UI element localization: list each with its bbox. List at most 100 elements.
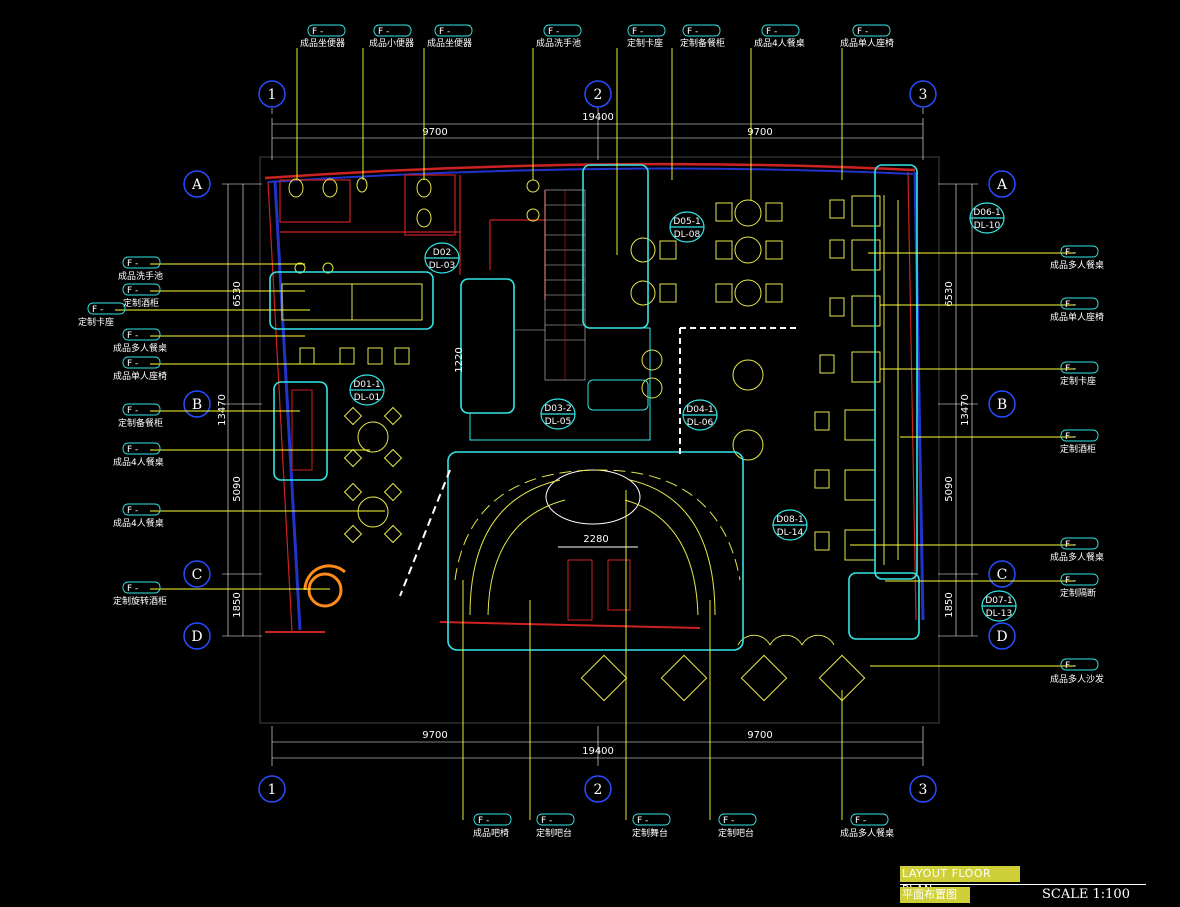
title-divider bbox=[900, 884, 1146, 885]
grid-col-3-top: 3 bbox=[919, 87, 928, 103]
restroom-block bbox=[279, 174, 546, 300]
label-bottom-5: 成品多人餐桌 bbox=[840, 827, 894, 839]
right-booth-seating bbox=[814, 195, 899, 565]
label-top-6: 定制备餐柜 bbox=[680, 37, 725, 49]
dim-top-right: 9700 bbox=[747, 127, 772, 138]
bottom-dimensions bbox=[271, 726, 924, 766]
label-top-1: 成品坐便器 bbox=[300, 37, 345, 49]
svg-text:F -: F - bbox=[1065, 661, 1076, 671]
label-left-3: 定制卡座 bbox=[78, 316, 114, 328]
detail-tag-2-bottom: DL-08 bbox=[674, 230, 701, 240]
detail-tag-3-top: D06-1 bbox=[973, 208, 1000, 218]
dim-right-cd: 1850 bbox=[944, 592, 955, 617]
grid-row-a-left: A bbox=[191, 177, 203, 193]
detail-tag-3-bottom: DL-10 bbox=[974, 221, 1001, 231]
label-bottom-3: 定制舞台 bbox=[632, 827, 668, 839]
leader-tags bbox=[87, 24, 1099, 826]
label-right-6: 定制隔断 bbox=[1060, 587, 1096, 599]
label-left-4: 成品多人餐桌 bbox=[113, 342, 167, 354]
grid-row-c-left: C bbox=[192, 567, 203, 583]
label-left-6: 定制备餐柜 bbox=[118, 417, 163, 429]
dim-bottom-total: 19400 bbox=[582, 746, 614, 757]
dim-right-total: 13470 bbox=[960, 394, 971, 426]
drawing-scale: SCALE 1:100 bbox=[1042, 887, 1130, 902]
svg-text:F -: F - bbox=[127, 406, 138, 416]
svg-text:F -: F - bbox=[548, 27, 559, 37]
svg-text:F -: F - bbox=[1065, 248, 1076, 258]
grid-row-d-right: D bbox=[996, 629, 1007, 645]
grid-col-2-bottom: 2 bbox=[594, 782, 603, 798]
svg-text:F -: F - bbox=[378, 27, 389, 37]
label-top-3: 成品坐便器 bbox=[427, 37, 472, 49]
svg-text:F -: F - bbox=[312, 27, 323, 37]
detail-tag-7-bottom: DL-14 bbox=[777, 528, 804, 538]
dim-left-total: 13470 bbox=[217, 394, 228, 426]
detail-callout-markers bbox=[349, 202, 1017, 622]
svg-text:F -: F - bbox=[127, 331, 138, 341]
dim-top-total: 19400 bbox=[582, 112, 614, 123]
svg-text:F -: F - bbox=[1065, 540, 1076, 550]
grid-row-b-right: B bbox=[997, 397, 1007, 413]
label-left-7: 成品4人餐桌 bbox=[113, 456, 164, 468]
svg-text:F -: F - bbox=[127, 286, 138, 296]
detail-tag-4-bottom: DL-01 bbox=[354, 393, 381, 403]
right-dimensions bbox=[938, 183, 978, 637]
svg-text:F -: F - bbox=[632, 27, 643, 37]
label-left-8: 成品4人餐桌 bbox=[113, 517, 164, 529]
detail-tag-1-bottom: DL-03 bbox=[429, 261, 456, 271]
svg-text:F -: F - bbox=[127, 445, 138, 455]
grid-col-bottom bbox=[258, 775, 937, 803]
label-top-2: 成品小便器 bbox=[369, 37, 414, 49]
svg-text:F -: F - bbox=[478, 816, 489, 826]
label-bottom-2: 定制吧台 bbox=[536, 827, 572, 839]
grid-row-b-left: B bbox=[192, 397, 202, 413]
grid-row-left bbox=[183, 170, 211, 650]
label-top-8: 成品单人座椅 bbox=[840, 37, 894, 49]
grid-col-1-top: 1 bbox=[268, 87, 277, 103]
leader-tag-text: F - F - F - F - F - F - F - F - F - F - … bbox=[92, 27, 1076, 826]
svg-text:F -: F - bbox=[723, 816, 734, 826]
svg-text:F -: F - bbox=[687, 27, 698, 37]
detail-tag-8-top: D07-1 bbox=[985, 596, 1012, 606]
svg-text:F -: F - bbox=[127, 584, 138, 594]
dim-bottom-left: 9700 bbox=[422, 730, 447, 741]
svg-text:F -: F - bbox=[127, 359, 138, 369]
label-right-7: 成品多人沙发 bbox=[1050, 673, 1104, 685]
grid-col-1-bottom: 1 bbox=[268, 782, 277, 798]
svg-text:F -: F - bbox=[541, 816, 552, 826]
label-right-1: 成品多人餐桌 bbox=[1050, 259, 1104, 271]
detail-tag-5-bottom: DL-05 bbox=[545, 417, 572, 427]
dim-right-bc: 5090 bbox=[944, 476, 955, 501]
label-right-2: 成品单人座椅 bbox=[1050, 311, 1104, 323]
label-top-5: 定制卡座 bbox=[627, 37, 663, 49]
grid-row-a-right: A bbox=[996, 177, 1008, 193]
grid-row-c-right: C bbox=[997, 567, 1008, 583]
cyan-callout-regions bbox=[269, 164, 920, 651]
label-bottom-4: 定制吧台 bbox=[718, 827, 754, 839]
svg-text:F -: F - bbox=[127, 259, 138, 269]
grid-row-right bbox=[988, 170, 1016, 650]
title-block: LAYOUT FLOOR PLAN 平面布置图 SCALE 1:100 bbox=[900, 866, 1150, 906]
dim-left-bc: 5090 bbox=[232, 476, 243, 501]
title-chinese: 平面布置图 bbox=[900, 887, 970, 903]
dim-inner-2280: 2280 bbox=[583, 534, 608, 545]
dim-right-ab: 6530 bbox=[944, 281, 955, 306]
left-dimensions bbox=[222, 183, 262, 637]
label-top-4: 成品洗手池 bbox=[536, 37, 581, 49]
left-round-tables bbox=[303, 406, 403, 608]
leader-lines-left bbox=[115, 263, 385, 590]
detail-tag-8-bottom: DL-13 bbox=[986, 609, 1013, 619]
stair-core bbox=[515, 189, 586, 381]
left-furniture bbox=[281, 283, 423, 471]
top-round-tables bbox=[630, 199, 783, 461]
grid-col-top bbox=[258, 80, 937, 108]
title-english: LAYOUT FLOOR PLAN bbox=[900, 866, 1020, 896]
detail-tag-7-top: D08-1 bbox=[776, 515, 803, 525]
svg-text:F -: F - bbox=[439, 27, 450, 37]
svg-text:F -: F - bbox=[857, 27, 868, 37]
svg-text:F -: F - bbox=[1065, 576, 1076, 586]
detail-tag-5-top: D03-2 bbox=[544, 404, 571, 414]
label-left-5: 成品单人座椅 bbox=[113, 370, 167, 382]
detail-tag-6-bottom: DL-06 bbox=[687, 418, 714, 428]
